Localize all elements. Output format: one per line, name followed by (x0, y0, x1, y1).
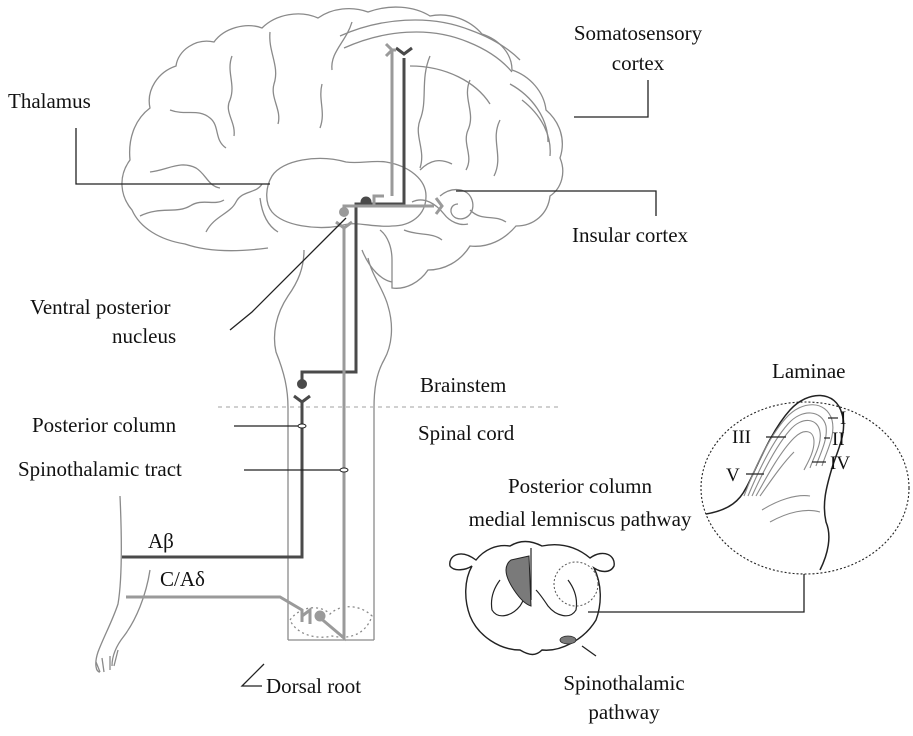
thalamus-outline (267, 158, 426, 227)
cortex-fold-6 (206, 184, 262, 232)
insular-cortex-label: Insular cortex (572, 223, 689, 247)
lamina-II-label: II (832, 429, 845, 450)
laminae-label: Laminae (772, 359, 845, 383)
posterior-column-marker (298, 424, 306, 428)
spinothalamic-tract-label: Spinothalamic tract (18, 457, 182, 481)
lamina-IV-label: IV (830, 453, 850, 474)
cord-cross-section (450, 542, 614, 655)
medial-lemniscus (302, 204, 366, 388)
spinothalamic-shaded-region (560, 636, 576, 644)
to-somatosensory-cortex (392, 50, 396, 196)
grey-matter-butterfly (491, 580, 576, 616)
somatosensory-leader (574, 80, 648, 117)
cortex-fold-1 (228, 56, 234, 136)
lamina-I-label: I (840, 408, 846, 429)
brain-outline (122, 7, 563, 288)
thalamic-neuron-light (339, 207, 349, 217)
ventral-posterior-leader (230, 218, 346, 330)
cortex-band-4 (510, 84, 548, 142)
somatosensory-cortex-label-2: cortex (612, 51, 665, 75)
c-adelta-fiber (126, 597, 302, 622)
spinothalamic-tract-marker (340, 468, 348, 472)
brainstem-label: Brainstem (420, 373, 506, 397)
cortex-band-3 (410, 66, 490, 104)
c-a-delta-label: C/Aδ (160, 567, 205, 591)
somatosensory-cortex-label-1: Somatosensory (574, 21, 703, 45)
cortex-fold-7 (320, 84, 322, 128)
lamina-III-label: III (732, 427, 751, 448)
ventricle-right (420, 161, 452, 170)
cortex-fold-13 (404, 230, 442, 240)
spinothalamic-pathway-label-2: pathway (588, 700, 660, 724)
dark-synapse-2 (396, 48, 412, 54)
cortex-fold-2 (270, 32, 279, 124)
spinothalamic-pathway-leader (582, 646, 596, 656)
dark-relay-neuron (297, 379, 307, 389)
brainstem-left-edge (275, 250, 305, 640)
arm-outline (96, 496, 150, 672)
thalamocortical-fiber (366, 58, 404, 204)
cortex-band-2 (344, 32, 512, 72)
dcml-pathway-label-2: medial lemniscus pathway (469, 507, 692, 531)
dark-synapse-1 (294, 396, 310, 402)
posterior-column-label: Posterior column (32, 413, 177, 437)
brainstem-right-edge (368, 258, 391, 640)
thalamus-label: Thalamus (8, 89, 91, 113)
crossing-fiber (318, 228, 344, 638)
ventral-posterior-label-1: Ventral posterior (30, 295, 171, 319)
dcml-shaded-region (506, 556, 531, 606)
cortex-fold-3 (170, 110, 226, 148)
ventral-posterior-label-2: nucleus (112, 324, 176, 348)
thalamus-leader (76, 128, 270, 184)
cord-section-outline (450, 542, 614, 655)
cortex-fold-11 (494, 120, 500, 176)
dorsal-root-label: Dorsal root (266, 674, 361, 698)
cord-section-leader (588, 574, 804, 612)
dorsal-root-leader (242, 664, 264, 686)
cortex-fold-12 (470, 210, 506, 222)
a-beta-label: Aβ (148, 529, 174, 553)
cortex-fold-9 (418, 56, 430, 168)
cortex-fold-5 (140, 200, 224, 216)
spinothalamic-pathway-label-1: Spinothalamic (563, 671, 684, 695)
temporal-lobe (362, 250, 392, 282)
dorsal-horn-neuron (315, 611, 326, 622)
dcml-pathway-label-1: Posterior column (508, 474, 653, 498)
brainstem-spinal-outline (275, 250, 392, 640)
lamina-V-label: V (726, 465, 740, 486)
cortex-fold-10 (466, 80, 471, 170)
spinal-cord-label: Spinal cord (418, 421, 515, 445)
insular-leader (456, 191, 656, 216)
